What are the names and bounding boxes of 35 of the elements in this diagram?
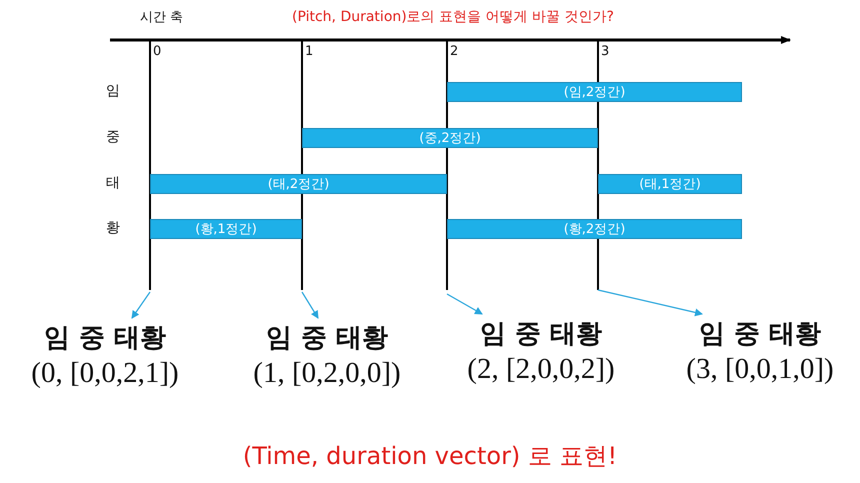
note-bar <box>302 128 598 148</box>
pitch-header: 임 중 태황 <box>698 318 822 351</box>
axis-label: 시간 축 <box>140 9 184 26</box>
note-label: (황,1정간) <box>195 221 257 238</box>
note-label: (임,2정간) <box>564 84 626 101</box>
note-bar <box>150 219 302 239</box>
pitch-header: 임 중 태황 <box>478 318 604 351</box>
tick-label: 3 <box>601 44 610 59</box>
arrow <box>301 292 319 319</box>
row-label: 임 <box>106 82 120 100</box>
note-label: (황,2정간) <box>564 221 626 238</box>
time-vector: (0, [0,0,2,1]) <box>30 357 180 390</box>
note-label: (태,1정간) <box>639 176 701 193</box>
arrow <box>446 293 483 315</box>
note-bar <box>447 82 742 102</box>
tick-label: 2 <box>450 44 458 59</box>
note-label: (중,2정간) <box>419 130 481 147</box>
row-label: 황 <box>106 219 120 237</box>
pitch-header: 임 중 태황 <box>264 322 390 355</box>
title-text: (Pitch, Duration)로의 표현을 어떻게 바꿀 것인가? <box>292 8 614 26</box>
note-bar <box>598 174 742 194</box>
arrow <box>131 292 150 319</box>
arrow <box>598 289 703 316</box>
time-vector: (2, [2,0,0,2]) <box>466 353 616 386</box>
row-label: 중 <box>106 128 120 146</box>
note-label: (태,2정간) <box>268 176 330 193</box>
note-bar <box>447 219 742 239</box>
tick-label: 1 <box>305 44 314 59</box>
pitch-header: 임 중 태황 <box>42 322 168 355</box>
caption-text: (Time, duration vector) 로 표현! <box>242 441 618 472</box>
row-label: 태 <box>106 174 120 192</box>
note-bar <box>150 174 447 194</box>
time-vector: (1, [0,2,0,0]) <box>252 357 402 390</box>
tick-label: 0 <box>153 44 162 59</box>
time-vector: (3, [0,0,1,0]) <box>685 353 835 386</box>
